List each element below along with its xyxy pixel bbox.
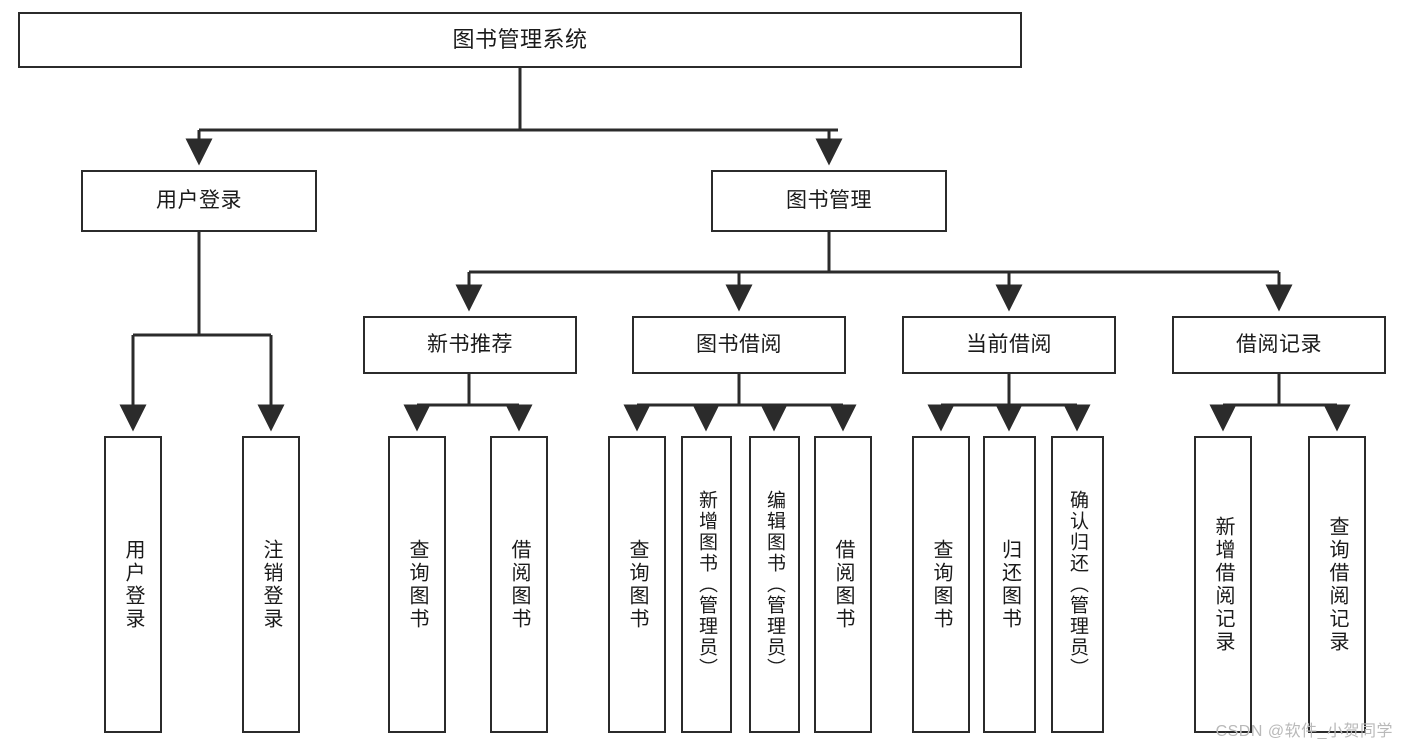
leaf-new-book-borrow-books-label: 借阅图书 (508, 538, 530, 631)
node-root-label: 图书管理系统 (452, 27, 588, 53)
leaf-book-borrow-borrow-books[interactable]: 借阅图书 (814, 436, 872, 733)
leaf-book-borrow-edit-book-admin[interactable]: 编辑图书（管理员） (749, 436, 800, 733)
node-book-borrowing-label: 图书借阅 (696, 332, 782, 356)
node-borrowing-record-label: 借阅记录 (1236, 332, 1322, 356)
leaf-borrow-record-query-record[interactable]: 查询借阅记录 (1308, 436, 1366, 733)
node-user-login-label: 用户登录 (156, 188, 242, 212)
leaf-user-login-login[interactable]: 用户登录 (104, 436, 162, 733)
node-current-borrowing-label: 当前借阅 (966, 332, 1052, 356)
leaf-book-borrow-borrow-books-label: 借阅图书 (832, 538, 854, 631)
leaf-borrow-record-add-record[interactable]: 新增借阅记录 (1194, 436, 1252, 733)
leaf-new-book-query-books-label: 查询图书 (406, 538, 428, 631)
leaf-new-book-query-books[interactable]: 查询图书 (388, 436, 446, 733)
leaf-user-login-login-label: 用户登录 (122, 538, 144, 631)
node-user-login[interactable]: 用户登录 (81, 170, 317, 232)
leaf-book-borrow-query-books-label: 查询图书 (626, 538, 648, 631)
leaf-current-borrow-return-books-label: 归还图书 (998, 538, 1021, 631)
node-current-borrowing[interactable]: 当前借阅 (902, 316, 1116, 374)
node-book-borrowing[interactable]: 图书借阅 (632, 316, 846, 374)
leaf-current-borrow-return-books[interactable]: 归还图书 (983, 436, 1036, 733)
leaf-new-book-borrow-books[interactable]: 借阅图书 (490, 436, 548, 733)
leaf-current-borrow-query-books[interactable]: 查询图书 (912, 436, 970, 733)
node-root-library-management-system[interactable]: 图书管理系统 (18, 12, 1022, 68)
leaf-book-borrow-add-book-admin-label: 新增图书（管理员） (696, 490, 717, 679)
leaf-borrow-record-query-record-label: 查询借阅记录 (1326, 515, 1348, 654)
leaf-borrow-record-add-record-label: 新增借阅记录 (1212, 515, 1234, 654)
node-book-management[interactable]: 图书管理 (711, 170, 947, 232)
leaf-current-borrow-confirm-return-admin-label: 确认归还（管理员） (1067, 490, 1088, 679)
leaf-book-borrow-query-books[interactable]: 查询图书 (608, 436, 666, 733)
leaf-user-login-logout[interactable]: 注销登录 (242, 436, 300, 733)
node-new-book-recommendation[interactable]: 新书推荐 (363, 316, 577, 374)
leaf-current-borrow-confirm-return-admin[interactable]: 确认归还（管理员） (1051, 436, 1104, 733)
node-book-management-label: 图书管理 (786, 188, 872, 212)
leaf-current-borrow-query-books-label: 查询图书 (930, 538, 952, 631)
leaf-book-borrow-add-book-admin[interactable]: 新增图书（管理员） (681, 436, 732, 733)
leaf-user-login-logout-label: 注销登录 (260, 538, 282, 631)
leaf-book-borrow-edit-book-admin-label: 编辑图书（管理员） (764, 490, 785, 679)
watermark-csdn: CSDN @软件_小贺同学 (1215, 723, 1393, 740)
node-borrowing-record[interactable]: 借阅记录 (1172, 316, 1386, 374)
node-new-book-recommendation-label: 新书推荐 (427, 332, 513, 356)
